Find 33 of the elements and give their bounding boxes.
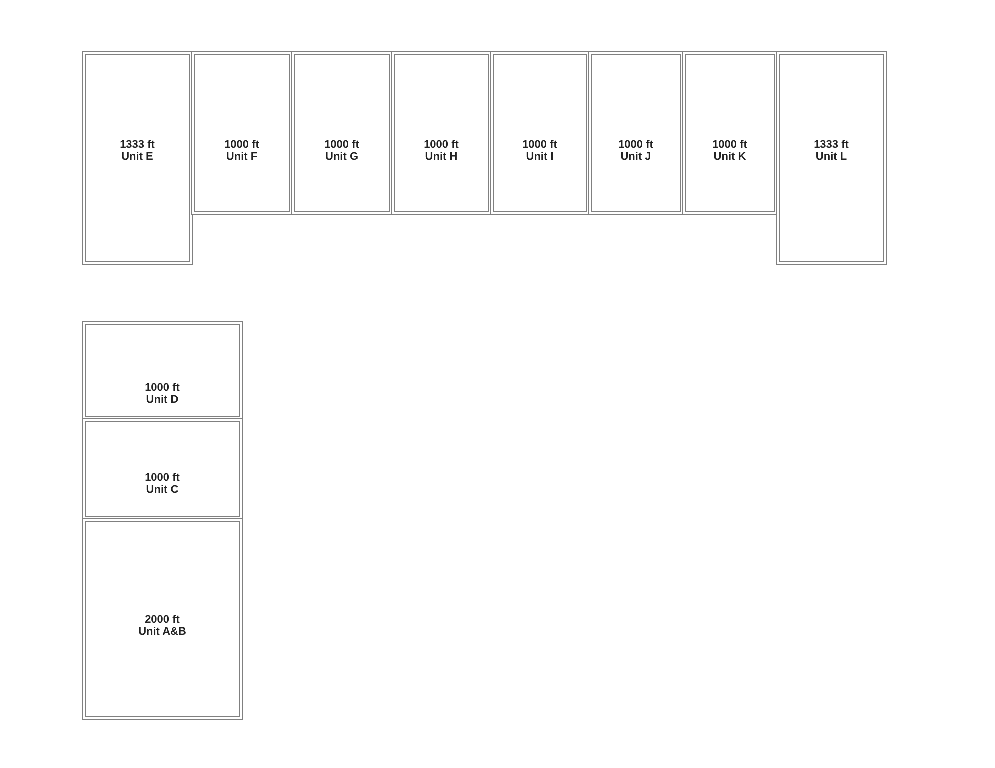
area-label: 2000 ft xyxy=(145,614,180,626)
unit-room xyxy=(82,321,243,420)
area-label: 1000 ft xyxy=(522,139,558,151)
unit-room xyxy=(588,51,684,215)
unit-room xyxy=(82,51,193,265)
unit-label: Unit G xyxy=(326,151,358,163)
unit-room xyxy=(82,418,243,520)
unit-room xyxy=(490,51,590,215)
unit-room xyxy=(776,51,887,265)
unit-label: Unit F xyxy=(226,151,258,163)
unit-label: Unit L xyxy=(816,151,848,163)
area-label: 1000 ft xyxy=(424,139,459,151)
unit-room xyxy=(191,51,293,215)
unit-label: Unit J xyxy=(620,151,652,163)
unit-label: Unit D xyxy=(146,394,179,406)
unit-room xyxy=(291,51,393,215)
area-label: 1000 ft xyxy=(145,472,180,484)
unit-room xyxy=(82,518,243,720)
area-label: 1000 ft xyxy=(145,382,180,394)
unit-label: Unit H xyxy=(425,151,458,163)
unit-room xyxy=(682,51,778,215)
area-label: 1000 ft xyxy=(324,139,360,151)
unit-label: Unit E xyxy=(122,151,154,163)
unit-label: Unit C xyxy=(146,484,179,496)
area-label: 1000 ft xyxy=(224,139,260,151)
area-label: 1333 ft xyxy=(814,139,849,151)
unit-label: Unit I xyxy=(526,151,554,163)
area-label: 1333 ft xyxy=(120,139,155,151)
area-label: 1000 ft xyxy=(712,139,748,151)
unit-label: Unit K xyxy=(714,151,746,163)
unit-room xyxy=(391,51,492,215)
unit-label: Unit A&B xyxy=(138,626,186,638)
area-label: 1000 ft xyxy=(618,139,654,151)
